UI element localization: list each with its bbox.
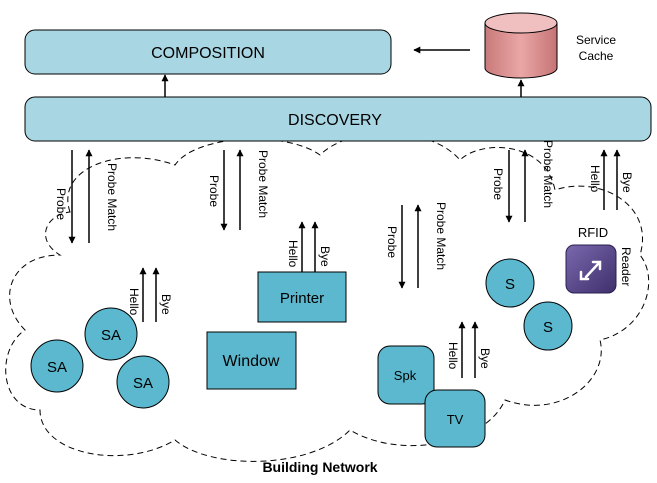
- rfid-reader-label: Reader: [619, 247, 633, 286]
- service-cache-label-line2: Cache: [579, 49, 614, 63]
- service-cache-cylinder: [484, 12, 558, 79]
- hello-label-sa-cluster: Hello: [127, 288, 141, 316]
- discovery-label: DISCOVERY: [288, 112, 382, 129]
- service-label: S: [543, 319, 553, 336]
- speaker-device: [377, 345, 435, 405]
- service-agent-node: [30, 339, 84, 393]
- probe-match-label-middle-right: Probe Match: [434, 202, 448, 270]
- probe-match-label-right: Probe Match: [541, 140, 555, 208]
- service-node: [485, 258, 535, 308]
- window-device: [206, 331, 297, 390]
- composition-label: COMPOSITION: [151, 45, 265, 62]
- rfid-title-label: RFID: [578, 225, 608, 240]
- bye-label-top-right: Bye: [620, 172, 634, 193]
- building-network-cloud: [5, 132, 650, 462]
- printer-label: Printer: [280, 290, 324, 307]
- service-agent-label: SA: [47, 359, 67, 376]
- hello-label-speaker: Hello: [446, 342, 460, 370]
- printer-device: [257, 271, 347, 323]
- service-agent-label: SA: [101, 327, 121, 344]
- probe-label-left: Probe: [54, 188, 68, 220]
- service-label: S: [505, 276, 515, 293]
- probe-label-right: Probe: [491, 168, 505, 200]
- speaker-label: Spk: [394, 368, 417, 383]
- probe-match-label-middle-left: Probe Match: [256, 150, 270, 218]
- composition-bar: [24, 29, 392, 75]
- rfid-reader-icon: [565, 244, 617, 294]
- window-label: Window: [223, 353, 280, 370]
- building-network-label: Building Network: [262, 459, 377, 475]
- service-agent-label: SA: [133, 375, 153, 392]
- probe-label-middle-left: Probe: [207, 175, 221, 207]
- bye-label-sa-cluster: Bye: [159, 294, 173, 315]
- bye-label-speaker: Bye: [478, 348, 492, 369]
- tv-device: [424, 389, 486, 448]
- probe-match-label-left: Probe Match: [105, 163, 119, 231]
- tv-label: TV: [447, 412, 464, 427]
- hello-label-printer: Hello: [286, 240, 300, 268]
- service-node: [523, 301, 573, 351]
- hello-label-top-right: Hello: [588, 165, 602, 193]
- probe-label-middle-right: Probe: [385, 226, 399, 258]
- discovery-bar: [24, 96, 652, 142]
- service-agent-node: [116, 355, 170, 409]
- service-agent-node: [84, 307, 138, 361]
- bye-label-printer: Bye: [318, 246, 332, 267]
- service-cache-label-line1: Service: [576, 33, 616, 47]
